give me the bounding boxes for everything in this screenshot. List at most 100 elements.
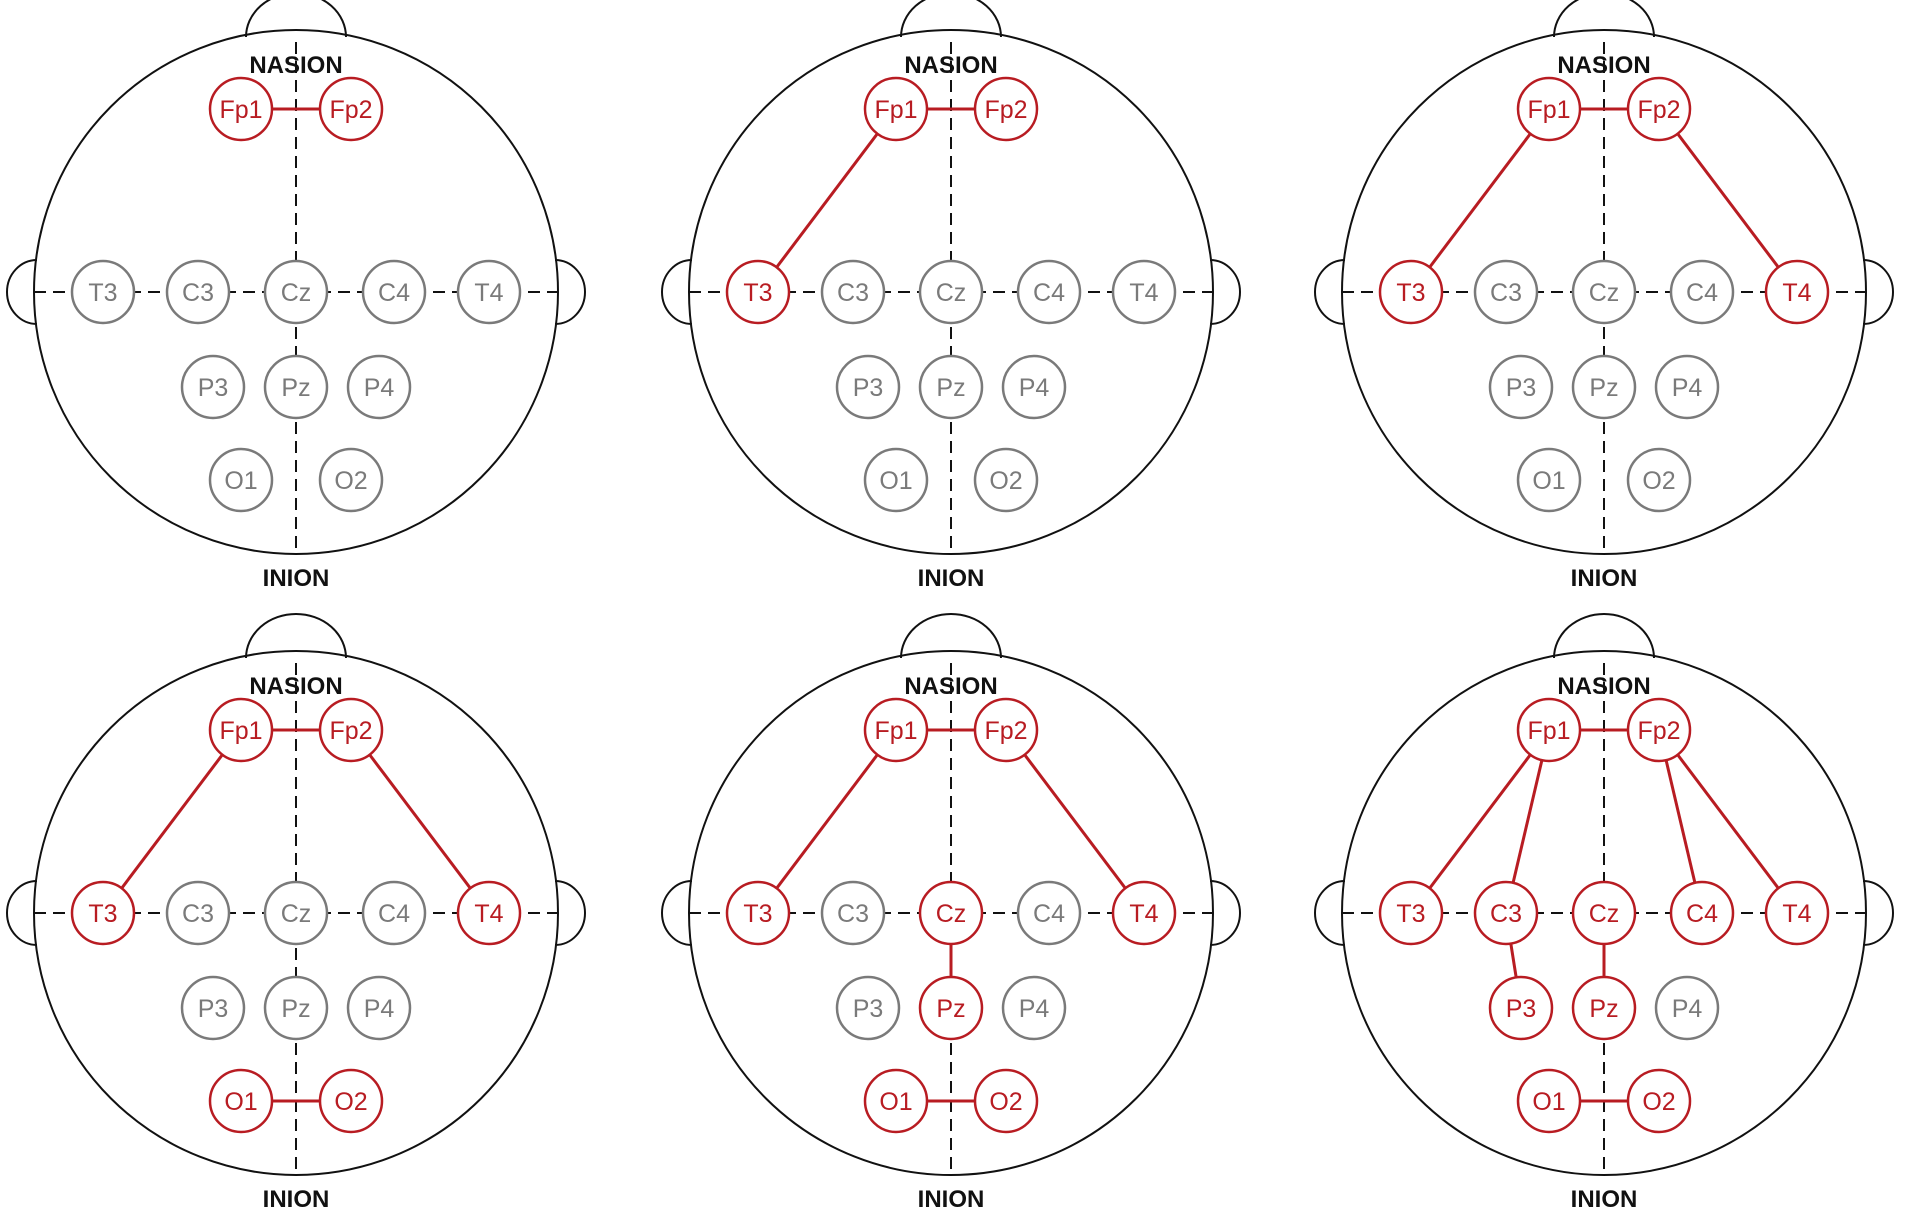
electrode-t4: T4 bbox=[1111, 259, 1177, 325]
electrode-circle bbox=[1111, 259, 1177, 325]
electrode-label: C4 bbox=[1686, 279, 1718, 307]
electrode-label: O2 bbox=[334, 1088, 367, 1116]
electrode-circle bbox=[318, 76, 384, 142]
nasion-label: NASION bbox=[1557, 673, 1650, 700]
inion-label: INION bbox=[918, 1186, 985, 1208]
electrode-label: Fp1 bbox=[874, 717, 917, 745]
electrode-fp2: Fp2 bbox=[973, 697, 1039, 763]
electrode-circle bbox=[1378, 259, 1444, 325]
electrode-circle bbox=[165, 259, 231, 325]
electrode-t4: T4 bbox=[456, 259, 522, 325]
inion-label: INION bbox=[1571, 565, 1638, 592]
electrode-circle bbox=[346, 354, 412, 420]
electrode-fp2: Fp2 bbox=[1626, 697, 1692, 763]
electrode-p4: P4 bbox=[346, 975, 412, 1041]
electrode-circle bbox=[361, 880, 427, 946]
electrode-fp1: Fp1 bbox=[1516, 697, 1582, 763]
electrode-circle bbox=[1764, 259, 1830, 325]
electrode-label: Fp2 bbox=[329, 96, 372, 124]
electrode-c3: C3 bbox=[820, 880, 886, 946]
inion-label: INION bbox=[918, 565, 985, 592]
electrode-circle bbox=[835, 975, 901, 1041]
electrode-label: T3 bbox=[1396, 900, 1425, 928]
electrode-label: P3 bbox=[853, 374, 884, 402]
electrode-label: Pz bbox=[281, 374, 310, 402]
electrode-circle bbox=[208, 447, 274, 513]
inion-label: INION bbox=[263, 1186, 330, 1208]
link-fp1-t3 bbox=[756, 729, 898, 914]
electrode-circle bbox=[1764, 880, 1830, 946]
electrode-p4: P4 bbox=[1001, 354, 1067, 420]
electrode-circle bbox=[165, 880, 231, 946]
electrode-label: Fp2 bbox=[984, 717, 1027, 745]
electrode-circle bbox=[1516, 1068, 1582, 1134]
electrode-circle bbox=[918, 354, 984, 420]
electrode-o1: O1 bbox=[1516, 447, 1582, 513]
electrode-circle bbox=[1488, 354, 1554, 420]
electrode-p3: P3 bbox=[835, 354, 901, 420]
electrode-circle bbox=[1001, 354, 1067, 420]
electrode-label: P4 bbox=[1672, 995, 1703, 1023]
electrode-label: Cz bbox=[936, 900, 967, 928]
nose-outline bbox=[900, 0, 1002, 38]
electrode-o2: O2 bbox=[318, 447, 384, 513]
electrode-circle bbox=[1669, 880, 1735, 946]
electrode-fp1: Fp1 bbox=[208, 697, 274, 763]
electrode-circle bbox=[918, 259, 984, 325]
electrode-label: Fp2 bbox=[984, 96, 1027, 124]
right-ear-outline bbox=[1862, 880, 1894, 946]
electrode-t3: T3 bbox=[725, 259, 791, 325]
right-ear-outline bbox=[554, 259, 586, 325]
electrode-label: C3 bbox=[182, 900, 214, 928]
electrode-label: O1 bbox=[879, 467, 912, 495]
electrode-label: P4 bbox=[364, 374, 395, 402]
link-fp1-t3 bbox=[101, 729, 243, 914]
electrode-c4: C4 bbox=[1016, 259, 1082, 325]
electrode-circle bbox=[973, 1068, 1039, 1134]
electrode-circle bbox=[1571, 259, 1637, 325]
inion-label: INION bbox=[263, 565, 330, 592]
right-ear-outline bbox=[1209, 259, 1241, 325]
electrode-label: Fp2 bbox=[329, 717, 372, 745]
electrode-label: P3 bbox=[198, 995, 229, 1023]
electrode-label: Fp1 bbox=[219, 717, 262, 745]
electrode-label: O1 bbox=[879, 1088, 912, 1116]
electrode-o1: O1 bbox=[863, 1068, 929, 1134]
link-fp2-t4 bbox=[1004, 729, 1146, 914]
electrode-label: Fp1 bbox=[219, 96, 262, 124]
electrode-t3: T3 bbox=[1378, 259, 1444, 325]
nasion-label: NASION bbox=[249, 52, 342, 79]
electrode-circle bbox=[1516, 76, 1582, 142]
electrode-circle bbox=[1654, 975, 1720, 1041]
electrode-cz: Cz bbox=[263, 880, 329, 946]
electrode-circle bbox=[1473, 880, 1539, 946]
link-fp2-t4 bbox=[1657, 108, 1799, 293]
electrode-circle bbox=[1516, 447, 1582, 513]
electrode-circle bbox=[820, 259, 886, 325]
electrode-circle bbox=[456, 880, 522, 946]
electrode-label: T3 bbox=[743, 279, 772, 307]
nasion-label: NASION bbox=[1557, 52, 1650, 79]
electrode-circle bbox=[725, 259, 791, 325]
electrode-label: O2 bbox=[1642, 467, 1675, 495]
electrode-label: Cz bbox=[1589, 900, 1620, 928]
nasion-label: NASION bbox=[904, 673, 997, 700]
electrode-circle bbox=[1626, 697, 1692, 763]
electrode-cz: Cz bbox=[1571, 259, 1637, 325]
electrode-label: O1 bbox=[224, 467, 257, 495]
electrode-label: P4 bbox=[364, 995, 395, 1023]
electrode-circle bbox=[180, 975, 246, 1041]
electrode-label: P4 bbox=[1672, 374, 1703, 402]
electrode-t4: T4 bbox=[1111, 880, 1177, 946]
electrode-label: P4 bbox=[1019, 995, 1050, 1023]
electrode-p3: P3 bbox=[180, 354, 246, 420]
electrode-label: Cz bbox=[281, 900, 312, 928]
electrode-label: C4 bbox=[1033, 900, 1065, 928]
electrode-label: T3 bbox=[1396, 279, 1425, 307]
electrode-label: Pz bbox=[1589, 374, 1618, 402]
electrode-circle bbox=[263, 259, 329, 325]
electrode-label: Pz bbox=[1589, 995, 1618, 1023]
